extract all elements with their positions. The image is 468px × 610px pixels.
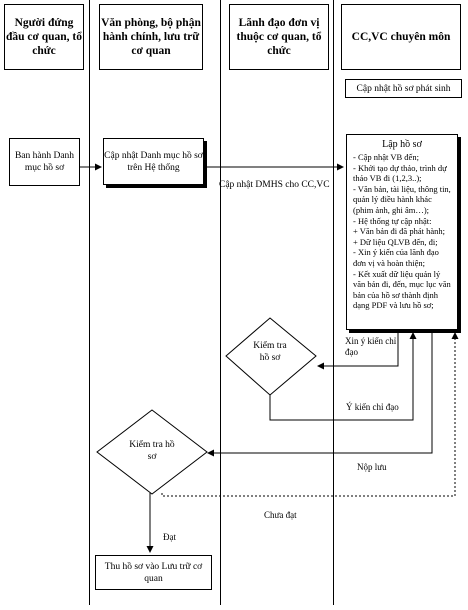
lane-header-head: Người đứng đầu cơ quan, tổ chức [4,4,84,70]
pass-label: Đạt [163,532,176,542]
lane-header-staff: CC,VC chuyên môn [341,4,461,70]
archive-box: Thu hồ sơ vào Lưu trữ cơ quan [95,555,212,590]
records-item: - Khởi tạo dự thảo, trình dự thảo VB đi … [353,162,447,184]
decision-check-unit [225,317,317,396]
records-item: - Văn bản, tài liệu, thông tin, quản lý … [353,183,451,215]
records-item: - Xin ý kiến của lãnh đạo đơn vị và hoàn… [353,247,439,268]
lane-divider [220,0,221,605]
records-item: + Văn bản đi đã phát hành; [353,226,445,237]
make-records-list: - Cập nhật VB đến; - Khởi tạo dự thảo, t… [353,152,451,311]
opinion-label: Ý kiến chỉ đạo [346,402,399,412]
edge-fail [161,332,459,497]
records-item: + Dữ liệu QLVB đến, đi; [353,236,438,247]
make-records-title: Lập hồ sơ [382,139,422,150]
update-list-box: Cập nhật Danh mục hồ sơ trên Hệ thống [103,138,204,185]
send-list-label: Cập nhật DMHS cho CC,VC [219,180,330,190]
issue-list-box: Ban hành Danh mục hồ sơ [9,138,80,186]
update-records-box: Cập nhật hồ sơ phát sinh [345,79,462,98]
records-item: - Kết xuất dữ liệu quản lý văn bản đi, đ… [353,268,451,311]
records-item: - Cập nhật VB đến; [353,152,419,162]
check-unit-label: Kiểm tra hồ sơ [253,341,287,363]
records-item: - Hệ thống tự cập nhật: [353,215,432,226]
ask-opinion-label: Xin ý kiến chỉ đạo [345,336,397,357]
lane-header-office: Văn phòng, bộ phận hành chính, lưu trữ c… [99,4,203,70]
submit-label: Nộp lưu [357,462,387,472]
edge-opinion [269,332,417,421]
decision-check-office [96,409,208,495]
edge-submit [207,330,433,457]
check-office-label: Kiểm tra hồ sơ [129,440,175,462]
lane-divider [89,0,90,605]
make-records-box: Lập hồ sơ - Cập nhật VB đến; - Khởi tạo … [346,134,458,330]
lane-divider [333,0,334,605]
fail-label: Chưa đạt [264,510,297,520]
lane-header-unit-leader: Lãnh đạo đơn vị thuộc cơ quan, tổ chức [229,4,329,70]
edge-ask-opinion [317,330,399,370]
